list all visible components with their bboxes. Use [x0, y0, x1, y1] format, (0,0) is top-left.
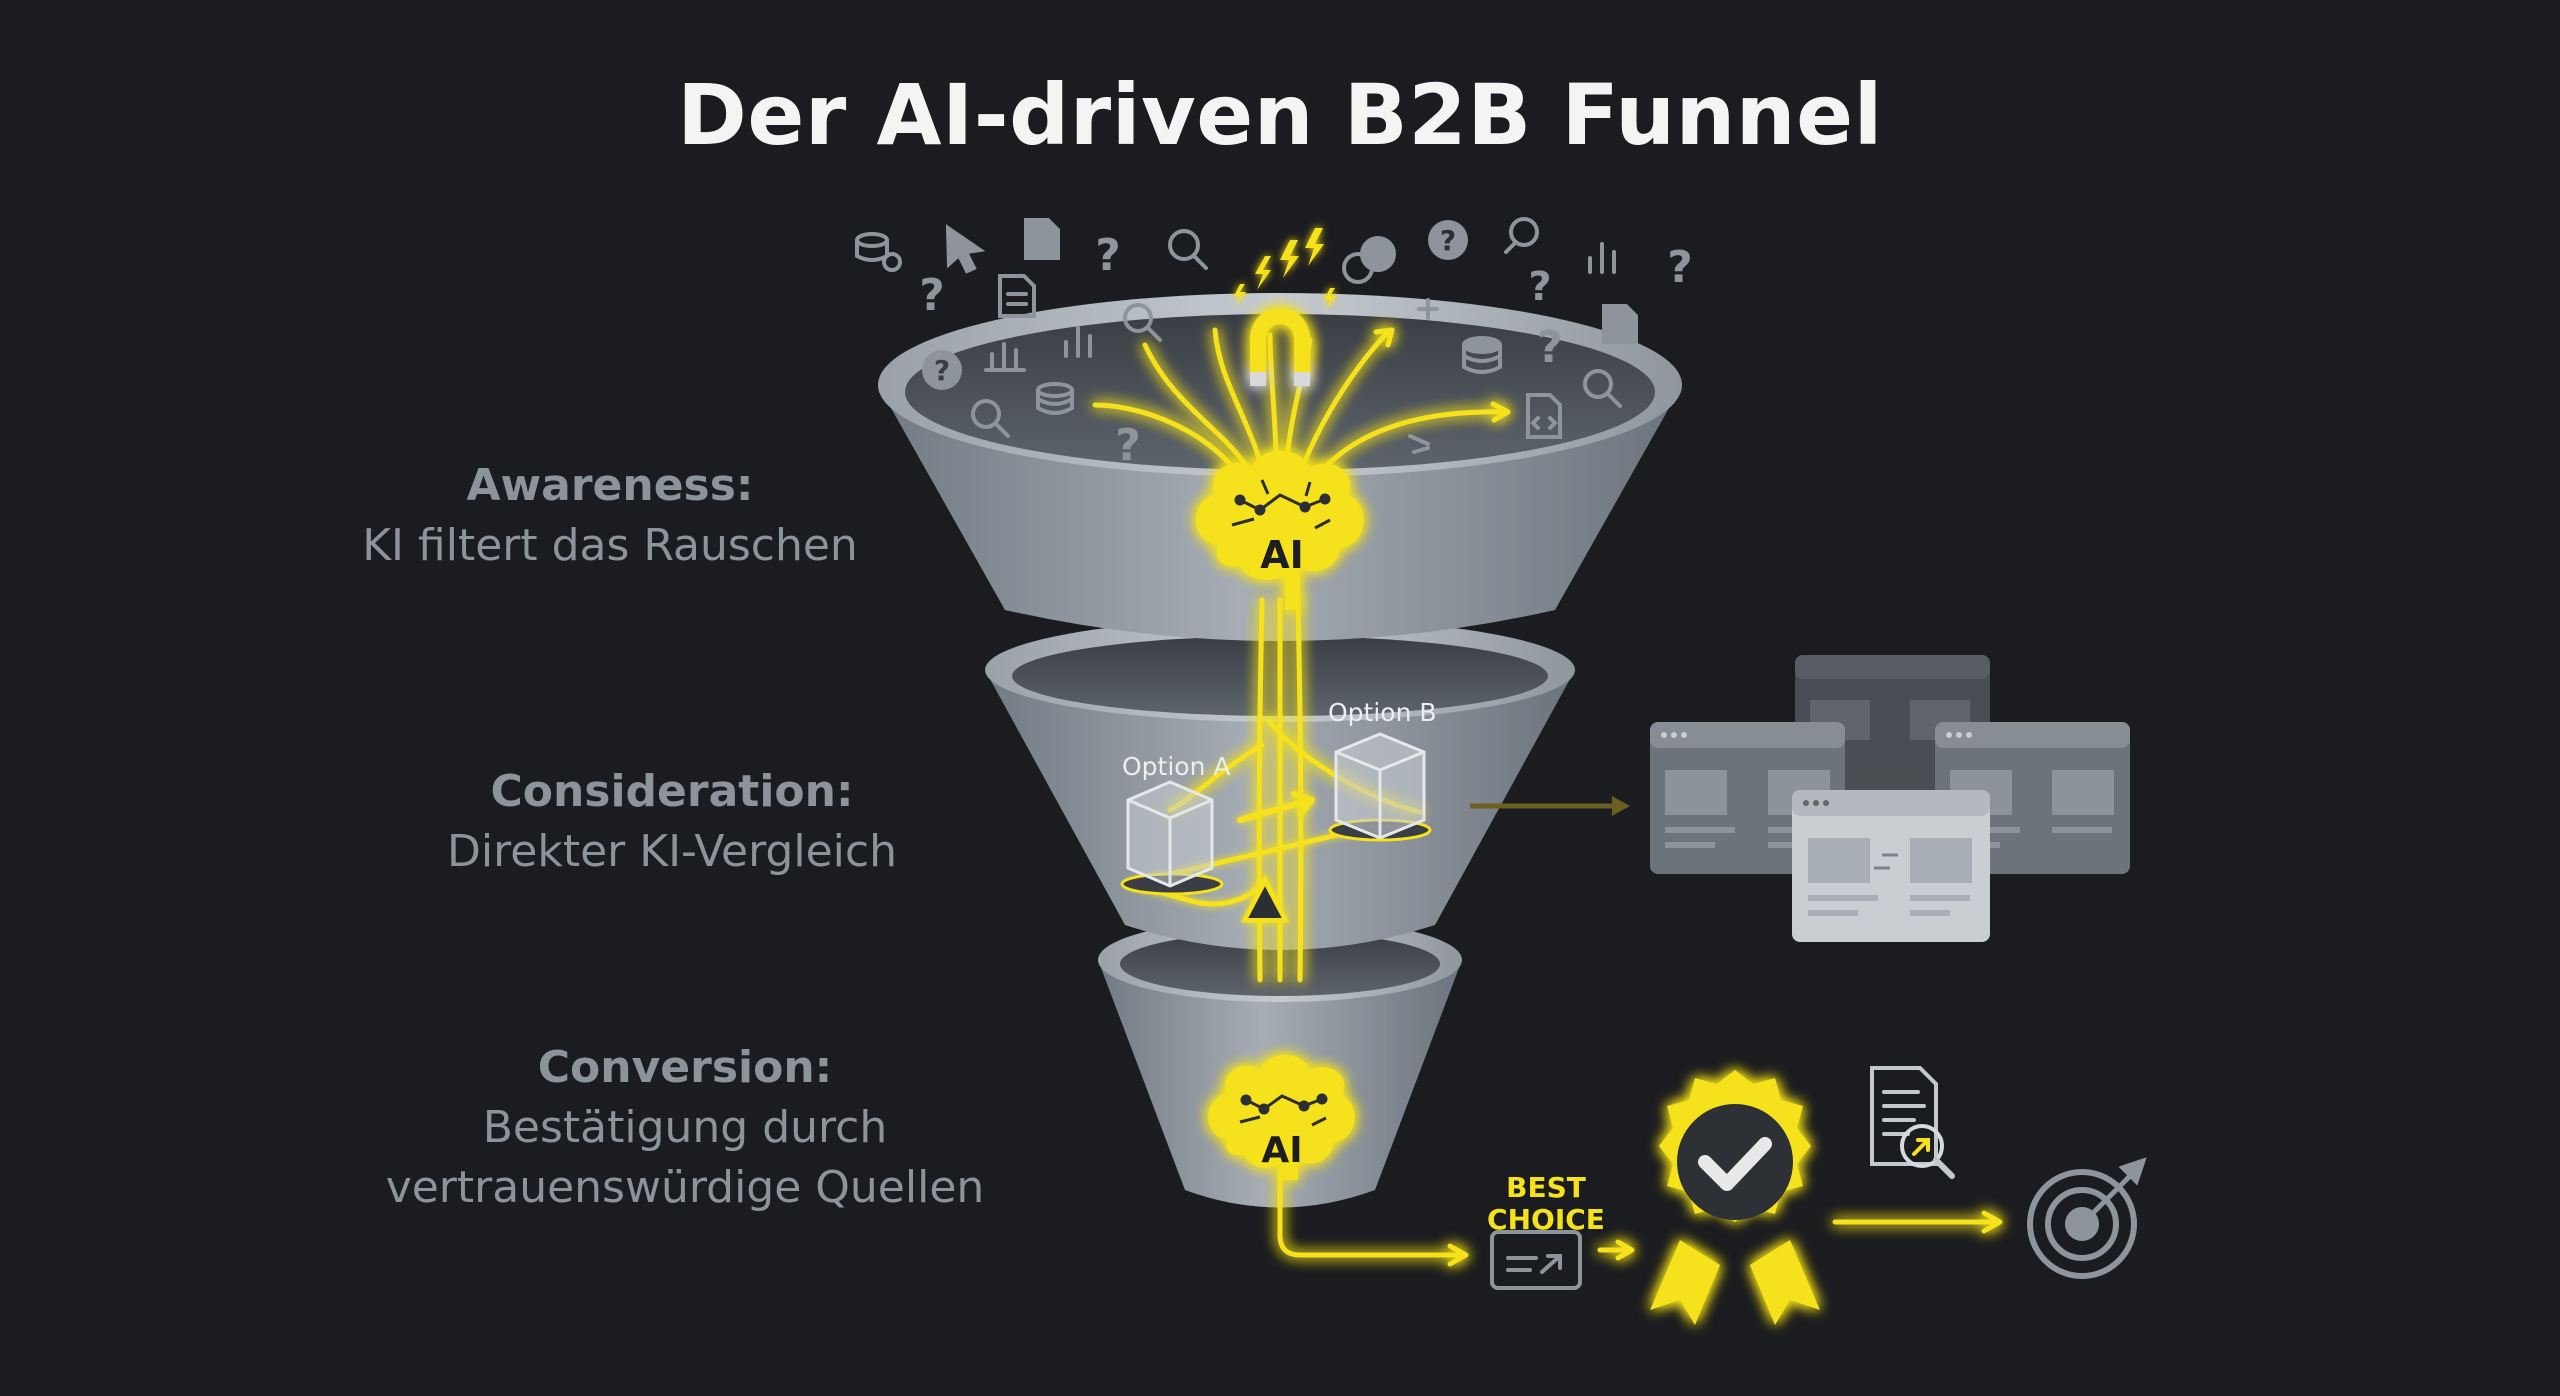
- browser-window-icon: [1792, 790, 1990, 942]
- search-icon: [1168, 229, 1208, 270]
- option-b-label: Option B: [1328, 698, 1437, 727]
- option-a-label: Option A: [1122, 752, 1231, 781]
- svg-text:?: ?: [934, 354, 950, 387]
- document-icon: [1024, 218, 1060, 260]
- stage-description: Bestätigung durch: [482, 1102, 888, 1153]
- stage-label-awareness: Awareness: KI filtert das Rauschen: [300, 456, 920, 576]
- option-a-box-icon: [1126, 780, 1214, 888]
- stage-label-consideration: Consideration: Direkter KI-Vergleich: [372, 762, 972, 882]
- svg-text:?: ?: [1095, 230, 1121, 281]
- question-icon: ?: [1095, 230, 1121, 281]
- stage-heading: Consideration:: [490, 766, 854, 817]
- question-icon: ?: [1667, 242, 1693, 293]
- magnet-icon: [1250, 308, 1310, 386]
- award-badge-icon: [1650, 1070, 1820, 1325]
- search-icon: [1583, 369, 1622, 408]
- browser-window-stack: [1650, 655, 2130, 942]
- target-icon: [2027, 1157, 2147, 1279]
- document-icon: [998, 274, 1036, 318]
- best-choice-line: CHOICE: [1487, 1203, 1605, 1236]
- browser-window-icon: [1650, 722, 1845, 874]
- search-icon: [1504, 217, 1539, 254]
- bar-chart-icon: [1588, 242, 1616, 274]
- chat-icon: [1342, 236, 1396, 284]
- question-icon: ?: [919, 270, 945, 321]
- link-card-icon: [1490, 1230, 1582, 1290]
- stage-description: Direkter KI-Vergleich: [447, 826, 897, 877]
- ai-label: AI: [1261, 1130, 1302, 1171]
- search-icon: [971, 399, 1010, 438]
- svg-text:?: ?: [1115, 420, 1141, 471]
- document-search-icon: [1870, 1066, 1955, 1179]
- link-icon: [1408, 434, 1430, 454]
- code-file-icon: [1526, 393, 1562, 439]
- stage-heading: Conversion:: [537, 1042, 833, 1093]
- stage-label-conversion: Conversion: Bestätigung durch vertrauens…: [340, 1038, 1030, 1218]
- compare-arrow-icon: [1237, 791, 1315, 823]
- ai-label: AI: [1260, 533, 1304, 577]
- option-b-box-icon: [1334, 732, 1426, 840]
- question-icon: ?: [1537, 322, 1563, 373]
- document-icon: [1602, 304, 1638, 344]
- svg-text:?: ?: [1528, 264, 1551, 310]
- best-choice-line: BEST: [1506, 1171, 1586, 1204]
- question-icon: ?: [922, 350, 962, 390]
- awareness-noise-icons: ? ? ?: [922, 298, 1622, 471]
- svg-text:?: ?: [1667, 242, 1693, 293]
- search-icon: [1123, 303, 1162, 342]
- database-search-icon: [855, 232, 902, 272]
- bar-chart-icon: [984, 342, 1026, 372]
- stage-description: vertrauenswürdige Quellen: [385, 1162, 985, 1213]
- question-icon: ?: [1115, 420, 1141, 471]
- stage-heading: Awareness:: [466, 460, 754, 511]
- page-title: Der AI-driven B2B Funnel: [677, 66, 1883, 164]
- ai-brain-icon: AI: [1195, 450, 1364, 610]
- bar-chart-icon: [1064, 326, 1092, 358]
- svg-text:?: ?: [1440, 224, 1456, 257]
- database-icon: [1462, 336, 1502, 374]
- incoming-noise-icons: ? ? ? ? ?: [855, 217, 1693, 344]
- lightning-icon: [1234, 228, 1336, 310]
- cursor-icon: [945, 224, 986, 274]
- svg-text:?: ?: [1537, 322, 1563, 373]
- database-search-icon: [1036, 382, 1074, 415]
- stage-description: KI filtert das Rauschen: [362, 520, 858, 571]
- ai-brain-icon: AI: [1208, 1055, 1355, 1180]
- to-comparison-arrow-icon: [1470, 796, 1630, 816]
- sparkle-icon: [1417, 298, 1439, 320]
- question-icon: ?: [1528, 264, 1551, 310]
- svg-text:?: ?: [919, 270, 945, 321]
- best-choice-label: BEST CHOICE: [1466, 1172, 1626, 1236]
- question-icon: ?: [1428, 220, 1468, 260]
